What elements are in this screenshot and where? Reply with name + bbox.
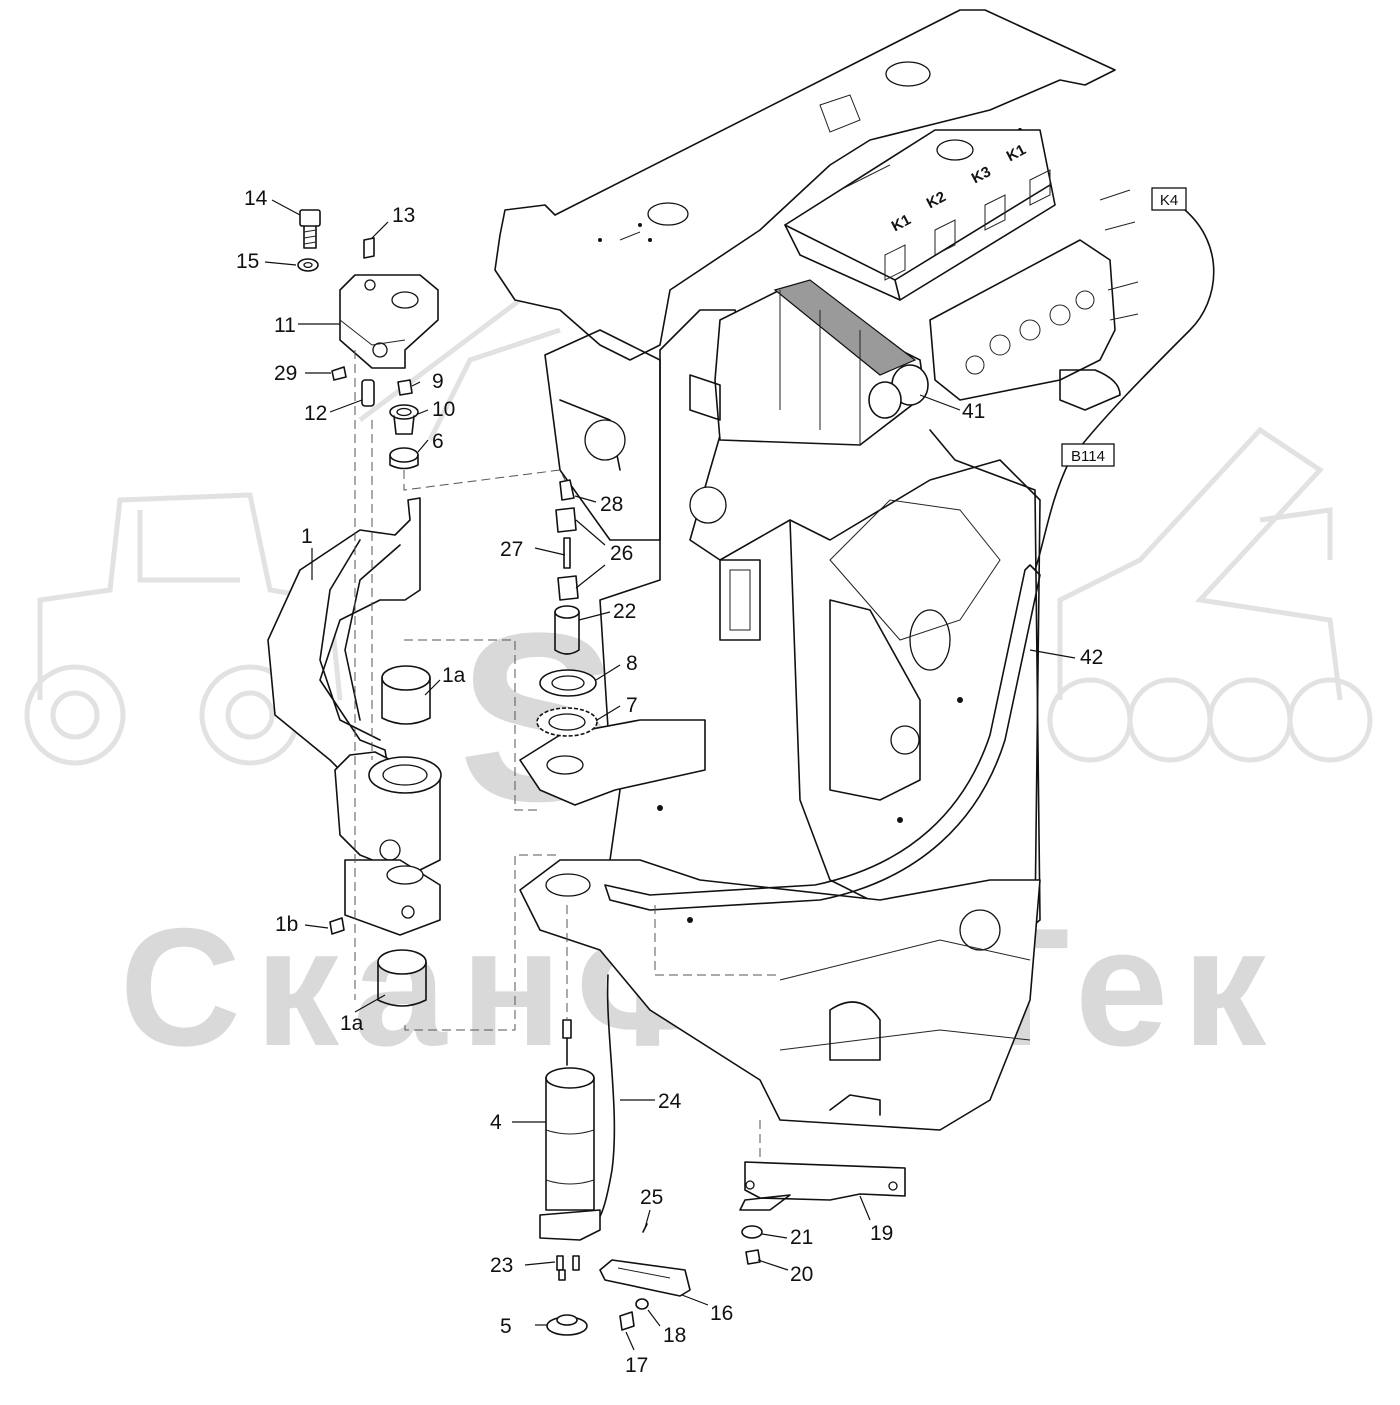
- part-sensor-4: [539, 1019, 601, 1241]
- part-rocker-arm-1: [267, 497, 421, 791]
- callout-5: 5: [500, 1315, 512, 1338]
- control-unit-housing: [784, 129, 1056, 301]
- callout-19: 19: [870, 1222, 893, 1245]
- connector-tags: K4 B114: [1061, 187, 1187, 467]
- part-seal-26-lower: [557, 575, 579, 601]
- callout-28: 28: [600, 493, 623, 516]
- part-nut-20: [745, 1249, 761, 1265]
- frame-top-plate: [494, 9, 1116, 361]
- part-seal-26-upper: [555, 507, 577, 533]
- callout-20: 20: [790, 1263, 813, 1286]
- part-nipple-29: [331, 366, 347, 381]
- callout-4: 4: [490, 1111, 502, 1134]
- callout-1b: 1b: [275, 913, 298, 936]
- callout-27: 27: [500, 538, 523, 561]
- callout-10: 10: [432, 398, 455, 421]
- callout-9: 9: [432, 370, 444, 393]
- exploded-parts-left: [267, 209, 442, 1007]
- callout-7: 7: [626, 694, 638, 717]
- frame-bottom-box: [519, 859, 1041, 1131]
- tag-k4: K4: [1160, 192, 1178, 209]
- callout-29: 29: [274, 362, 297, 385]
- callout-1a: 1a: [340, 1012, 364, 1035]
- callout-1: 1: [301, 525, 313, 548]
- valve-block-stack: [929, 239, 1116, 401]
- callout-15: 15: [236, 250, 259, 273]
- part-seal-6: [389, 447, 419, 470]
- callout-1a: 1a: [442, 664, 466, 687]
- assembly-guide-lines: [354, 350, 780, 1160]
- frame-hole: [584, 419, 626, 461]
- part-bolt-17: [619, 1311, 635, 1331]
- frame-hole: [647, 202, 689, 226]
- connector-port: [936, 139, 974, 161]
- main-frame-assembly: [494, 9, 1116, 1131]
- part-pin-12: [361, 379, 375, 407]
- part-rod-27: [563, 537, 571, 569]
- part-bushing-1a-lower: [377, 949, 427, 1007]
- part-grub-screw-13: [363, 237, 375, 259]
- part-nipple-1b: [329, 917, 345, 935]
- harness-42-sleeve: [604, 564, 1041, 911]
- callout-18: 18: [663, 1324, 686, 1347]
- callout-12: 12: [304, 402, 327, 425]
- callout-13: 13: [392, 204, 415, 227]
- tag-b114: B114: [1071, 448, 1105, 465]
- part-bushing-10: [389, 404, 419, 435]
- callout-41: 41: [962, 400, 985, 423]
- part-nut-8: [539, 669, 597, 697]
- harness-k4-cable: [1034, 209, 1215, 571]
- part-bushing-1a-upper: [381, 665, 431, 725]
- callout-21: 21: [790, 1226, 813, 1249]
- callout-16: 16: [710, 1302, 733, 1325]
- callout-24: 24: [658, 1090, 682, 1113]
- part-fitting-9: [397, 379, 413, 396]
- part-pivot-housing: [334, 751, 442, 936]
- solenoid-highlight: [773, 279, 917, 376]
- frame-hole: [689, 486, 727, 524]
- part-screws-23: [556, 1255, 580, 1281]
- tag-box-k4: [1151, 187, 1187, 211]
- callout-17: 17: [625, 1354, 648, 1377]
- part-washer-21: [741, 1225, 763, 1239]
- part-plate-19: [744, 1161, 906, 1201]
- part-cap-5: [546, 1314, 588, 1336]
- part-bracket-16: [599, 1259, 691, 1297]
- callout-leader-lines: [264, 199, 1076, 1351]
- tag-box-b114: [1061, 443, 1115, 467]
- frame-hole: [885, 61, 931, 87]
- watermark-machinery-outline: [24, 287, 1373, 766]
- control-unit-assembly: K1 K2 K3 K1: [689, 129, 1139, 446]
- callout-42: 42: [1080, 646, 1103, 669]
- part-sleeve-22: [554, 605, 580, 655]
- callout-26: 26: [610, 542, 633, 565]
- callout-6: 6: [432, 430, 444, 453]
- exploded-parts-center: [536, 479, 691, 1336]
- exploded-parts-right: [739, 1161, 906, 1265]
- callout-labels: 1 1a 1a 1b 4 5 6 7 8 9 10 11 12 13 14 15…: [236, 187, 1103, 1377]
- callout-11: 11: [274, 314, 296, 337]
- callout-25: 25: [640, 1186, 663, 1209]
- callout-22: 22: [613, 600, 636, 623]
- callout-8: 8: [626, 652, 638, 675]
- part-bolt-14: [299, 209, 321, 249]
- part-washer-18: [635, 1298, 649, 1310]
- callout-14: 14: [244, 187, 268, 210]
- part-fitting-28: [559, 479, 575, 501]
- part-lockwasher-7: [536, 707, 598, 737]
- callout-23: 23: [490, 1254, 513, 1277]
